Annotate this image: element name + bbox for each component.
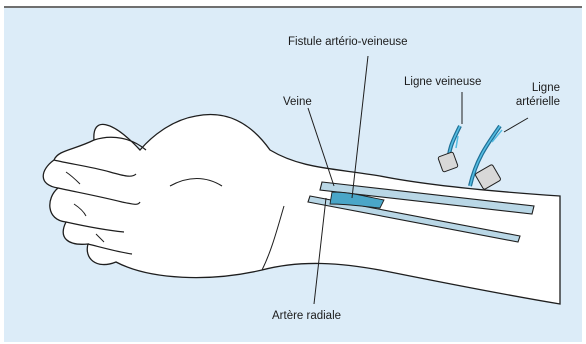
radial-artery-label: Artère radiale <box>272 310 341 323</box>
arterial-needle-connector <box>475 164 501 190</box>
arterial-line-label-line-1: Ligne <box>504 82 560 95</box>
forearm-and-hand <box>43 114 560 304</box>
arterial-line-label-line-2: artérielle <box>504 96 560 109</box>
leader-arterial-line <box>504 118 528 132</box>
venous-line-label: Ligne veineuse <box>404 76 481 89</box>
fistula-label: Fistule artério-veineuse <box>288 36 408 49</box>
venous-needle-connector <box>438 152 459 173</box>
vein-label: Veine <box>283 96 312 109</box>
